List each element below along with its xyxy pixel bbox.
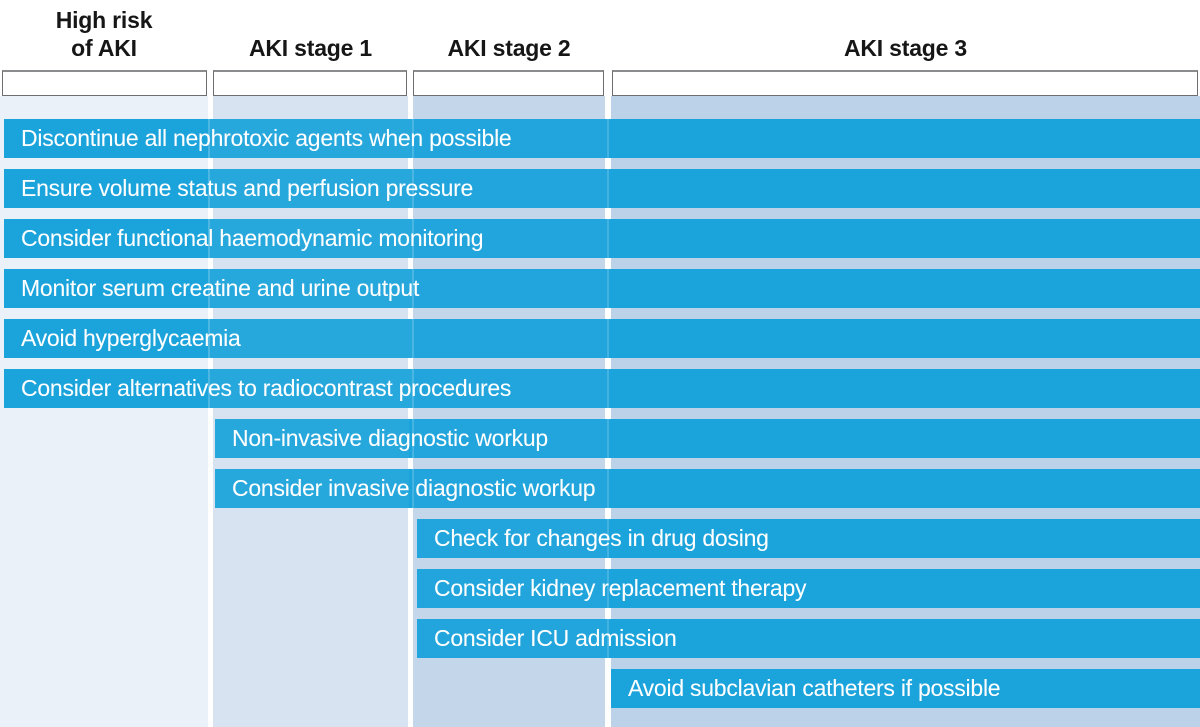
action-bar-label: Consider invasive diagnostic workup xyxy=(232,475,596,501)
bracket-aki-stage-2 xyxy=(413,70,604,96)
action-bar-label: Consider kidney replacement therapy xyxy=(434,575,807,601)
action-bar-label: Non-invasive diagnostic workup xyxy=(232,425,548,451)
bracket-aki-stage-1 xyxy=(213,70,407,96)
column-header-aki-stage-3: AKI stage 3 xyxy=(611,0,1200,66)
action-bar[interactable]: Consider kidney replacement therapy xyxy=(417,569,1200,608)
action-bar[interactable]: Non-invasive diagnostic workup xyxy=(215,419,1200,458)
action-bar[interactable]: Consider functional haemodynamic monitor… xyxy=(4,219,1200,258)
action-bar[interactable]: Avoid subclavian catheters if possible xyxy=(611,669,1200,708)
action-bar[interactable]: Discontinue all nephrotoxic agents when … xyxy=(4,119,1200,158)
action-bar-label: Discontinue all nephrotoxic agents when … xyxy=(21,125,512,151)
bracket-high-risk xyxy=(2,70,207,96)
action-bar[interactable]: Consider alternatives to radiocontrast p… xyxy=(4,369,1200,408)
action-bar[interactable]: Ensure volume status and perfusion press… xyxy=(4,169,1200,208)
column-header-label: AKI stage 2 xyxy=(447,35,571,61)
column-header-label: High risk of AKI xyxy=(55,7,153,61)
action-bar-label: Avoid hyperglycaemia xyxy=(21,325,241,351)
action-bar[interactable]: Consider ICU admission xyxy=(417,619,1200,658)
action-bar-label: Check for changes in drug dosing xyxy=(434,525,769,551)
column-header-high-risk: High risk of AKI xyxy=(0,0,208,66)
action-bar[interactable]: Avoid hyperglycaemia xyxy=(4,319,1200,358)
action-bar-label: Monitor serum creatine and urine output xyxy=(21,275,420,301)
action-bar-label: Consider functional haemodynamic monitor… xyxy=(21,225,484,251)
action-bar-label: Consider ICU admission xyxy=(434,625,677,651)
action-bar-label: Ensure volume status and perfusion press… xyxy=(21,175,474,201)
action-bar-label: Consider alternatives to radiocontrast p… xyxy=(21,375,512,401)
action-bar[interactable]: Consider invasive diagnostic workup xyxy=(215,469,1200,508)
action-bar[interactable]: Monitor serum creatine and urine output xyxy=(4,269,1200,308)
column-header-label: AKI stage 3 xyxy=(843,35,968,61)
action-bar-label: Avoid subclavian catheters if possible xyxy=(628,675,1001,701)
column-header-aki-stage-1: AKI stage 1 xyxy=(213,0,408,66)
column-header-label: AKI stage 1 xyxy=(248,35,373,61)
column-header-aki-stage-2: AKI stage 2 xyxy=(413,0,605,66)
action-bar[interactable]: Check for changes in drug dosing xyxy=(417,519,1200,558)
bracket-aki-stage-3 xyxy=(612,70,1198,96)
